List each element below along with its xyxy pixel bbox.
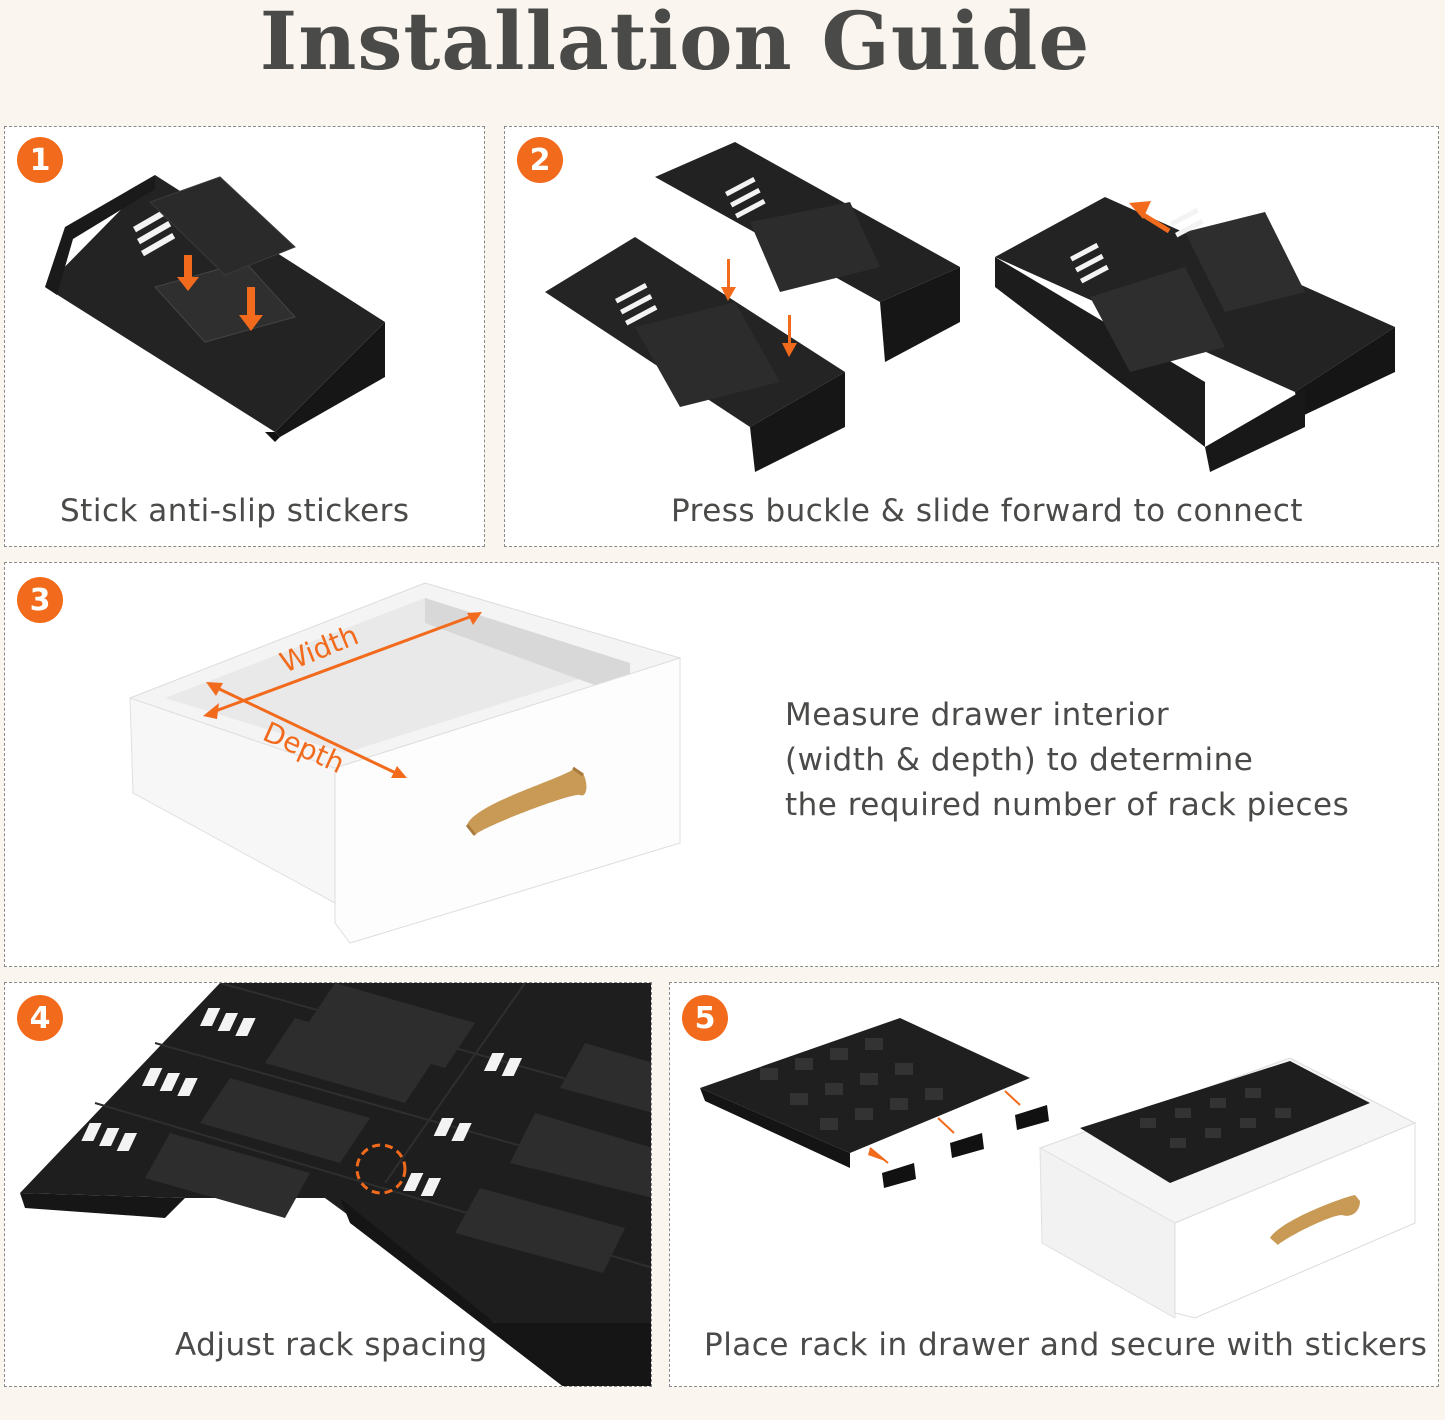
step-1-panel: 1 Stick anti-slip stickers [4, 126, 485, 547]
rack-in-drawer-illustration [700, 1018, 1417, 1319]
step-1-badge: 1 [17, 137, 63, 183]
step-4-badge: 4 [17, 995, 63, 1041]
step-5-panel: 5 [669, 982, 1439, 1387]
step-3-line-1: Measure drawer interior [785, 697, 1170, 733]
step-1-caption: Stick anti-slip stickers [60, 493, 410, 529]
step-2-caption: Press buckle & slide forward to connect [671, 493, 1304, 529]
step-4-panel: 4 Adjust rack spacing [4, 982, 652, 1387]
step-4-caption: Adjust rack spacing [175, 1327, 488, 1363]
buckle-highlight [355, 1143, 407, 1195]
step-2-panel: 2 [504, 126, 1439, 547]
step-5-badge: 5 [682, 995, 728, 1041]
step-5-caption: Place rack in drawer and secure with sti… [704, 1327, 1428, 1363]
page-title: Installation Guide [259, 0, 1091, 88]
step-3-panel: 3 Width Depth Measure drawer interior (w… [4, 562, 1439, 967]
step-3-instructions: Measure drawer interior (width & depth) … [785, 693, 1349, 828]
racks-connecting-illustration [545, 142, 1395, 472]
step-3-line-2: (width & depth) to determine [785, 742, 1254, 778]
step-3-line-3: the required number of rack pieces [785, 787, 1350, 823]
step-3-badge: 3 [17, 577, 63, 623]
rack-with-sticker-illustration [45, 175, 385, 442]
step-2-badge: 2 [517, 137, 563, 183]
drawer-measure-illustration: Width Depth [128, 582, 682, 944]
rack-spacing-illustration [20, 983, 651, 1386]
